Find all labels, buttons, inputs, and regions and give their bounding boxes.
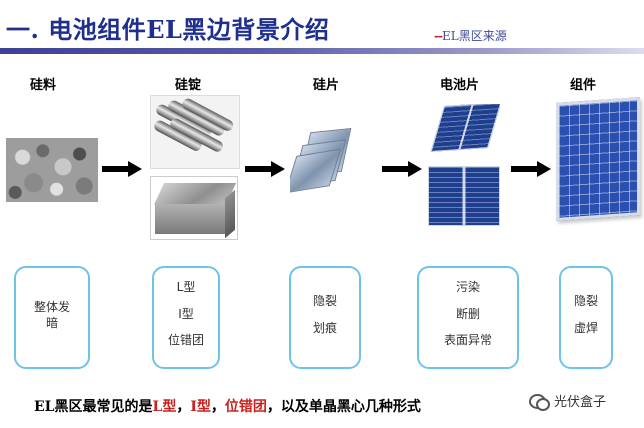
silicon-ingot-image — [150, 176, 238, 240]
summary-part: EL黑区最常见的是 — [34, 399, 153, 415]
summary-text: EL黑区最常见的是L型，I型，位错团，以及单晶黑心几种形式 — [34, 396, 421, 416]
defect-item: 划痕 — [312, 320, 337, 335]
watermark-text: 光伏盒子 — [554, 395, 607, 410]
right-arrow-icon — [102, 161, 142, 177]
silicon-rods-image — [150, 95, 240, 169]
summary-highlight: 位错团 — [224, 399, 267, 415]
page-title: 一. 电池组件EL黑边背景介绍 — [6, 15, 330, 44]
defect-box-silicon: 整体发 暗 — [14, 266, 90, 369]
solar-module-image — [556, 97, 640, 221]
silicon-chunks-image — [6, 138, 98, 202]
stage-label-module: 组件 — [570, 78, 597, 93]
right-arrow-icon — [511, 161, 551, 177]
defect-item: 虚焊 — [573, 320, 598, 335]
defect-item: 整体发 — [33, 300, 70, 314]
stage-label-wafer: 硅片 — [313, 78, 340, 93]
defect-item: 暗 — [45, 315, 58, 330]
title-underline — [0, 48, 644, 54]
source-note: --EL黑区来源 — [434, 27, 507, 44]
stage-label-silicon: 硅料 — [30, 78, 57, 93]
defect-box-ingot: L型 I型 位错团 — [152, 266, 220, 369]
silicon-wafers-image — [290, 128, 356, 194]
defect-item: 表面异常 — [443, 333, 492, 348]
wechat-logo-icon — [528, 392, 550, 411]
defect-item: 污染 — [455, 280, 480, 294]
right-arrow-icon — [245, 161, 285, 177]
summary-sep: ， — [176, 399, 191, 415]
defect-box-cell: 污染 断删 表面异常 — [417, 266, 519, 369]
summary-part: ，以及单晶黑心几种形式 — [266, 399, 421, 415]
source-text: EL黑区来源 — [441, 29, 507, 43]
defect-item: I型 — [178, 306, 194, 321]
defect-box-module: 隐裂 虚焊 — [559, 266, 613, 369]
stage-label-cell: 电池片 — [440, 78, 480, 93]
defect-item: 断删 — [455, 306, 480, 321]
defect-item: 隐裂 — [312, 294, 337, 308]
defect-box-wafer: 隐裂 划痕 — [289, 266, 361, 369]
right-arrow-icon — [382, 161, 422, 177]
source-dash: -- — [434, 29, 443, 43]
defect-item: L型 — [176, 280, 196, 294]
defect-item: 隐裂 — [573, 294, 598, 308]
watermark: 光伏盒子 — [528, 391, 607, 411]
solar-cells-image — [428, 104, 500, 226]
summary-highlight: I型 — [190, 399, 211, 415]
stage-label-ingot: 硅锭 — [175, 78, 202, 93]
summary-sep: ， — [210, 399, 225, 415]
summary-highlight: L型 — [152, 399, 177, 415]
defect-item: 位错团 — [167, 333, 204, 348]
